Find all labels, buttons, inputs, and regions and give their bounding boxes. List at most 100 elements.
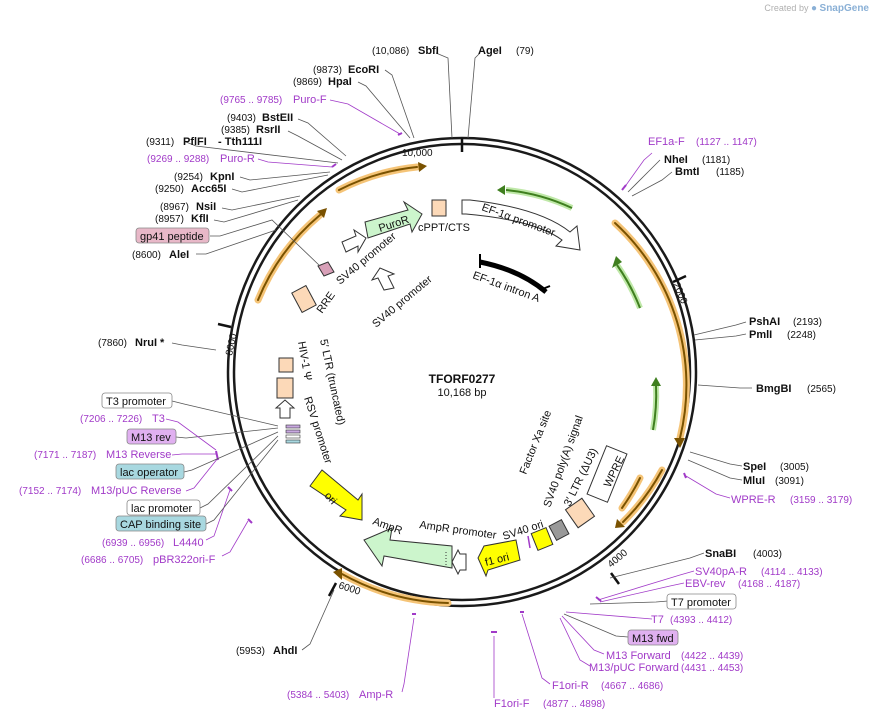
lac-mark-2 <box>285 429 301 434</box>
tick-mark-8000 <box>217 322 232 329</box>
leader-bmgbi <box>697 384 752 389</box>
leader-m13rev-box <box>175 427 279 439</box>
leader-spei <box>689 451 743 467</box>
site-pos-kfli: (8957) <box>155 214 184 225</box>
leader-pflfi <box>185 141 339 164</box>
orf-puror-core <box>338 166 418 191</box>
m13-fwd-box <box>627 629 679 646</box>
wpre-box <box>586 445 628 503</box>
label-factor-xa: Factor Xa site <box>518 409 555 476</box>
site-pos-snabi: (4003) <box>753 549 782 560</box>
primer-name-ef1a-f: EF1a-F <box>648 136 685 148</box>
sv40-ori-purple <box>527 535 531 549</box>
site-name-agei: AgeI <box>478 45 502 57</box>
leader-puro-r <box>257 158 333 168</box>
leader-alei <box>196 229 277 255</box>
leader-puro-f <box>329 99 401 135</box>
cap-binding-site-box <box>115 515 207 532</box>
site-pos-bsteii: (9403) <box>227 113 256 124</box>
leader-nhei <box>627 159 661 193</box>
leader-mlui <box>687 459 743 481</box>
site-pos-pmli: (2248) <box>787 330 816 341</box>
f1ori-shape <box>477 539 521 578</box>
site-name-rsrii: RsrII <box>256 124 280 136</box>
leader-bmti <box>631 171 673 197</box>
plasmid-size: 10,168 bp <box>438 387 487 399</box>
puror-shape <box>364 200 423 239</box>
ampr-shape <box>363 527 453 569</box>
t3-promoter-label: T3 promoter <box>106 396 166 408</box>
site-pos-sbfi: (10,086) <box>372 46 409 57</box>
green-arc-top-core <box>505 189 573 209</box>
lac-mark-3 <box>285 434 301 439</box>
green-arc-right-core <box>616 264 641 309</box>
t3-promoter-box <box>101 392 173 409</box>
label-f1-ori: f1 ori <box>484 551 511 569</box>
label-ampr-promoter: AmpR promoter <box>419 519 498 542</box>
tick-label-8000: 8000 <box>224 332 239 356</box>
primer-name-puro-f: Puro-F <box>293 94 327 106</box>
primer-pos-m13-forward: (4422 .. 4439) <box>681 651 743 662</box>
primer-pos-t3: (7206 .. 7226) <box>80 414 142 425</box>
hiv-box <box>278 357 294 373</box>
credit-brand: SnapGene <box>819 3 869 14</box>
primer-name-ebv-rev: EBV-rev <box>685 578 726 590</box>
site-pos-rsrii: (9385) <box>221 125 250 136</box>
leader-ecori <box>384 69 415 139</box>
primer-pos-f1ori-r: (4667 .. 4686) <box>601 681 663 692</box>
site-pos-ahdi: (5953) <box>236 646 265 657</box>
ampr-promoter-shape <box>451 548 467 576</box>
lac-promoter-box <box>126 499 201 516</box>
primer-name-t3: T3 <box>152 413 165 425</box>
site-pos-bmti: (1185) <box>716 167 744 178</box>
leader-gp41 <box>210 219 321 267</box>
gp41-peptide-box <box>135 227 210 244</box>
t7-promoter-label: T7 promoter <box>671 597 731 609</box>
green-arrows <box>505 187 660 431</box>
site-name-pmli: PmlI <box>749 329 772 341</box>
orf-bottom-arrowhead <box>333 568 342 580</box>
primer-name-l4440: L4440 <box>173 537 204 549</box>
leader-pshai <box>693 321 747 336</box>
site-pos-nhei: (1181) <box>702 155 730 166</box>
leader-t3 <box>165 418 217 451</box>
sv40-ori-gray <box>548 518 570 542</box>
lac-operator-box <box>115 463 185 480</box>
site-name-pflfi: PflFI <box>183 136 207 148</box>
primer-name-m13puc-forward: M13/pUC Forward <box>589 662 679 674</box>
orf-right-small-core <box>622 469 663 523</box>
leader-m13puc-fwd <box>559 617 591 667</box>
primer-name-wpre-r: WPRE-R <box>731 494 776 506</box>
lac-mark-1 <box>285 424 301 429</box>
label-cppt-cts: cPPT/CTS <box>418 222 470 234</box>
tick-mark-6000 <box>327 582 338 597</box>
leader-pbr322 <box>221 520 249 557</box>
snapgene-credit: Created by ● SnapGene <box>764 3 869 14</box>
leader-pmli <box>694 333 747 341</box>
ltr3-box <box>564 497 596 529</box>
orf-right-small-arrowhead <box>615 519 625 528</box>
ef1a-promoter-shape <box>461 199 581 251</box>
primer-pos-ef1a-f: (1127 .. 1147) <box>696 137 757 148</box>
primer-pos-m13puc-reverse: (7152 .. 7174) <box>19 486 81 497</box>
primer-pos-puro-f: (9765 .. 9785) <box>220 95 282 106</box>
primer-pos-l4440: (6939 .. 6956) <box>102 538 164 549</box>
leader-t7promoter <box>589 600 669 605</box>
site-name-bmgbi: BmgBI <box>756 383 791 395</box>
green-arc-right-arrowhead <box>612 256 622 268</box>
primer-mark-puro-r <box>331 163 337 168</box>
leader-nsii <box>221 195 301 211</box>
site-name-tth111i: - Tth111I <box>218 136 262 148</box>
leader-sv40pa <box>597 570 695 601</box>
primer-mark-l4440 <box>227 486 233 492</box>
orf-bottom-core <box>341 573 449 604</box>
leader-kpni <box>239 171 331 181</box>
primer-pos-pbr322ori: (6686 .. 6705) <box>81 555 143 566</box>
site-name-spei: SpeI <box>743 461 766 473</box>
leader-ebv-rev <box>599 582 685 603</box>
site-pos-agei: (79) <box>516 46 534 57</box>
cap-binding-site-label: CAP binding site <box>120 519 201 531</box>
tick-label-10000: 10,000 <box>402 148 433 159</box>
primer-mark-pbr322 <box>247 518 253 524</box>
